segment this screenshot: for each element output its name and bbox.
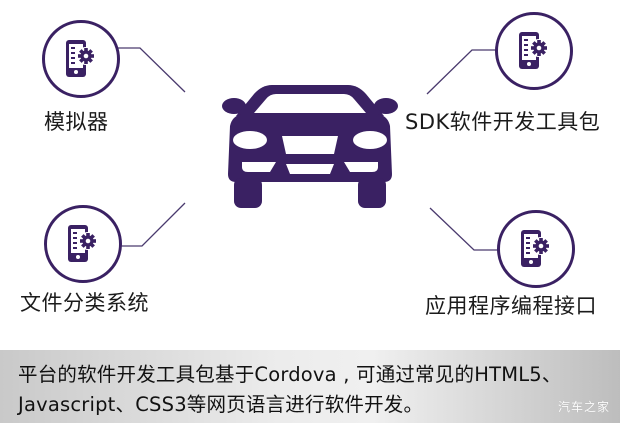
- caption-line-1: 平台的软件开发工具包基于Cordova , 可通过常见的HTML5、: [18, 363, 562, 386]
- connector-filesystem: [120, 202, 186, 247]
- node-circle: [495, 12, 573, 90]
- node-label-filesystem: 文件分类系统: [20, 291, 149, 315]
- caption-band: 平台的软件开发工具包基于Cordova , 可通过常见的HTML5、 Javas…: [0, 350, 620, 423]
- node-circle: [497, 210, 575, 288]
- phone-gear-icon: [521, 230, 550, 267]
- watermark: 汽车之家: [557, 400, 610, 414]
- node-circle: [42, 20, 120, 98]
- phone-gear-icon: [519, 32, 548, 69]
- phone-gear-icon: [68, 225, 97, 262]
- connector-api: [429, 207, 500, 251]
- connector-sdk: [426, 49, 497, 95]
- connector-lines: [118, 47, 500, 251]
- node-label-sdk: SDK软件开发工具包: [405, 110, 601, 134]
- caption-line-2: Javascript、CSS3等网页语言进行软件开发。: [18, 393, 424, 416]
- car-front-icon: [222, 85, 398, 208]
- connector-simulator: [118, 47, 186, 93]
- phone-gear-icon: [66, 40, 95, 77]
- node-label-api: 应用程序编程接口: [425, 294, 597, 318]
- node-circle: [44, 205, 122, 283]
- node-label-simulator: 模拟器: [44, 110, 109, 134]
